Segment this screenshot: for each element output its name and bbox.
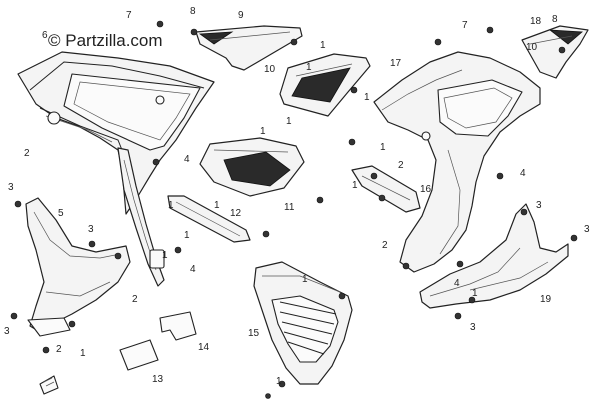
callout-1: 1	[286, 116, 292, 127]
callout-5: 5	[58, 208, 64, 219]
hardware-fasteners	[10, 20, 578, 399]
right-side-fairing	[373, 51, 541, 273]
left-top-trim	[195, 25, 303, 71]
callout-18: 18	[530, 16, 542, 27]
callout-1: 1	[320, 40, 326, 51]
callout-labels: 7 8 9 6 1 10 1 1 2 3 5 3 1 1 4 1 1 1 12 …	[4, 6, 590, 387]
grille-slots	[279, 301, 337, 355]
callout-1: 1	[214, 200, 220, 211]
callout-6: 6	[42, 30, 48, 41]
callout-10: 10	[264, 64, 276, 75]
callout-2: 2	[24, 148, 30, 159]
lower-grille-15	[253, 261, 353, 385]
callout-3: 3	[88, 224, 94, 235]
center-vent-panel	[199, 137, 305, 197]
callout-7: 7	[126, 10, 132, 21]
callout-1: 1	[302, 274, 308, 285]
callout-1: 1	[162, 250, 168, 261]
callout-3: 3	[4, 326, 10, 337]
callout-1: 1	[184, 230, 190, 241]
callout-3: 3	[8, 182, 14, 193]
callout-11: 11	[284, 202, 295, 213]
watermark: © Partzilla.com	[48, 31, 163, 50]
bracket-strip-12	[167, 195, 251, 243]
right-top-trim	[521, 25, 589, 79]
left-vent-panel	[279, 53, 371, 117]
callout-8: 8	[552, 14, 558, 25]
callout-14: 14	[198, 342, 210, 353]
callout-1: 1	[80, 348, 86, 359]
callout-3: 3	[470, 322, 476, 333]
callout-15: 15	[248, 328, 260, 339]
callout-4: 4	[190, 264, 196, 275]
callout-10: 10	[526, 42, 538, 53]
callout-1: 1	[260, 126, 266, 137]
callout-2: 2	[382, 240, 388, 251]
callout-1: 1	[168, 200, 174, 211]
callout-17: 17	[390, 58, 402, 69]
callout-4: 4	[184, 154, 190, 165]
pad-14	[159, 311, 197, 341]
lower-left-inner-panel	[25, 197, 131, 337]
callout-1: 1	[352, 180, 358, 191]
bracket-16	[351, 165, 421, 213]
left-side-fairing	[17, 51, 215, 215]
callout-2: 2	[132, 294, 138, 305]
callout-1: 1	[472, 288, 478, 299]
callout-2: 2	[398, 160, 404, 171]
callout-8: 8	[190, 6, 196, 17]
lower-right-inner-panel	[419, 203, 569, 309]
callout-13: 13	[152, 374, 164, 385]
pad-13	[119, 339, 159, 371]
left-lower-rail	[117, 147, 165, 287]
callout-1: 1	[276, 376, 282, 387]
callout-16: 16	[420, 184, 432, 195]
callout-7: 7	[462, 20, 468, 31]
callout-1: 1	[306, 62, 312, 73]
clip-small	[39, 375, 59, 395]
callout-1: 1	[380, 142, 386, 153]
callout-2: 2	[56, 344, 62, 355]
callout-9: 9	[238, 10, 244, 21]
callout-4: 4	[454, 278, 460, 289]
callout-3: 3	[584, 224, 590, 235]
callout-3: 3	[536, 200, 542, 211]
callout-4: 4	[520, 168, 526, 179]
callout-19: 19	[540, 294, 552, 305]
callout-1: 1	[364, 92, 370, 103]
callout-12: 12	[230, 208, 242, 219]
